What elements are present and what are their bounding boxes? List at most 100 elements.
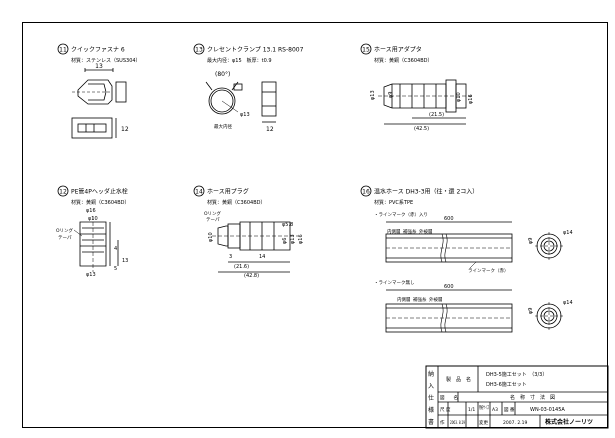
dim-d14-2: φ14 (563, 300, 573, 306)
title-block-side-3: 仕 (428, 394, 434, 402)
dim-d10: φ10 (208, 232, 214, 242)
label-inner: 内側層 (387, 228, 401, 235)
dim-d13: φ13 (370, 90, 376, 100)
part-title: 温水ホース DH3-3用（往・還 2コ入） (374, 188, 478, 196)
part-number: 16 (362, 189, 370, 196)
dim-total: (42.8) (244, 273, 259, 279)
dim-d9-2: φ9 (528, 308, 534, 314)
label-without-mark: ・ラインマーク無し (374, 279, 415, 286)
dim-l21: (21.6) (234, 264, 249, 270)
part-title: ホース用アダプタ (374, 46, 422, 54)
dim-width: 13 (95, 63, 103, 70)
dim-h3: 13 (122, 258, 128, 264)
part-number-circle (57, 43, 69, 55)
revised-label: 変更 (479, 419, 488, 426)
dim-d13: φ13 (290, 234, 296, 244)
dim-length-2: 600 (444, 284, 454, 290)
figure-name: 名 称 寸 法 図 (510, 394, 555, 401)
part-number: 14 (195, 189, 203, 196)
product-2: DH3-6施工セット (486, 381, 527, 388)
title-block-side-4: 様 (428, 406, 434, 414)
part-number: 15 (362, 47, 370, 54)
part-material: 材質：黄銅（C3604BD） (374, 57, 433, 64)
part-11: 11 クイックファスナ 6 材質：ステンレス（SUS304） 13 12 (57, 43, 141, 139)
label-outer-2: 外被層 (429, 296, 443, 303)
made-label: 作 (440, 419, 445, 426)
dim-height: 12 (121, 126, 129, 133)
dim-angle: (80°) (215, 71, 230, 78)
part-title: クレセントクランプ 13.1 RS-8007 (207, 47, 304, 54)
product-label: 製 品 名 (446, 376, 471, 383)
part-material: 材質：黄銅（C3604BD） (71, 199, 130, 206)
dim-d9: φ9 (528, 238, 534, 244)
made-date: 2003. 8.19 (450, 420, 465, 426)
part-material: 最大内径：φ15 板厚：t0.9 (207, 57, 272, 64)
scale-value: 1/1 (468, 407, 475, 413)
label-line-mark: ラインマーク（赤） (468, 268, 509, 274)
label-reinf: 補強糸 (403, 228, 417, 235)
part-number-circle (193, 43, 205, 55)
title-block: 納 入 仕 様 書 製 品 名 DH3-5施工セット （3/3） DH3-6施工… (425, 365, 609, 429)
dim-d16: φ16 (86, 208, 96, 214)
part-13: 13 クレセントクランプ 13.1 RS-8007 最大内径：φ15 板厚：t0… (193, 43, 304, 133)
part-number: 11 (59, 47, 67, 54)
part-16: 16 温水ホース DH3-3用（往・還 2コ入） 材質：PVC系TPE ・ライン… (360, 185, 573, 333)
part-number-circle (360, 185, 372, 197)
drawing-number: WN-03-0145A (530, 407, 565, 413)
label-outer: 外被層 (419, 228, 433, 235)
part-title: ホース用プラグ (207, 188, 249, 196)
part-12: 12 PE管4Pヘッダ止水栓 材質：黄銅（C3604BD） φ16 φ10 Oリ… (56, 185, 130, 278)
dim-d6: φ6 (282, 238, 288, 244)
dim-len1: (21.5) (429, 112, 444, 118)
company-name: 株式会社ノーリツ (545, 418, 593, 426)
part-14: 14 ホース用プラグ 材質：黄銅（C3604BD） Oリング テーパ φ10 φ… (193, 185, 304, 279)
part-number: 12 (59, 189, 67, 196)
dim-d13: φ13 (86, 272, 96, 278)
dim-thickness: 12 (266, 126, 274, 133)
dim-l14: 14 (259, 254, 265, 260)
revised-date: 2007. 2.19 (503, 420, 527, 426)
scale-label: 尺 度 (440, 406, 451, 413)
title-block-side-5: 書 (428, 418, 434, 426)
part-number-circle (360, 43, 372, 55)
dim-h2: 5 (114, 266, 117, 272)
sheet-border (22, 22, 608, 428)
dim-d14: φ14 (563, 230, 573, 236)
product-1: DH3-5施工セット （3/3） (486, 371, 547, 378)
dim-total: (42.5) (414, 126, 429, 132)
label-taper: テーパ (58, 235, 72, 241)
dim-d58: φ5.8 (282, 222, 293, 228)
title-block-side-2: 入 (428, 383, 434, 390)
paper-value: A3 (492, 407, 498, 413)
dim-d9: φ9 (388, 92, 394, 98)
dim-d16: φ16 (468, 94, 474, 104)
dim-length: 600 (444, 216, 454, 222)
label-taper: テーパ (206, 217, 220, 223)
part-number-circle (57, 185, 69, 197)
dim-h1: 4 (114, 246, 117, 252)
label-reinf-2: 補強糸 (413, 296, 427, 303)
title-block-side-1: 納 (428, 370, 434, 378)
figure-label: 図 名 (440, 394, 458, 401)
part-number-circle (193, 185, 205, 197)
part-material: 材質：黄銅（C3604BD） (207, 199, 266, 206)
part-number: 13 (195, 47, 203, 54)
drawing-label: 図 番 (504, 406, 515, 413)
dim-d10: φ10 (456, 92, 462, 102)
part-15: 15 ホース用アダプタ 材質：黄銅（C3604BD） φ13 φ9 φ10 φ1… (360, 43, 474, 132)
label-oring: Oリング (56, 227, 74, 234)
dim-l3: 3 (229, 254, 232, 260)
label-oring: Oリング (204, 210, 222, 217)
part-title: クイックファスナ 6 (71, 47, 125, 54)
label-with-mark: ・ラインマーク（赤）入り (374, 212, 428, 218)
dim-label: 最大内径 (214, 123, 232, 130)
paper-label: 用紙サイズ (479, 404, 489, 411)
part-material: 材質：PVC系TPE (374, 199, 413, 206)
dim-diameter: φ13 (240, 112, 250, 118)
label-inner-2: 内側層 (397, 296, 411, 303)
part-material: 材質：ステンレス（SUS304） (71, 57, 141, 64)
dim-d16: φ16 (298, 234, 304, 244)
part-title: PE管4Pヘッダ止水栓 (71, 188, 128, 196)
